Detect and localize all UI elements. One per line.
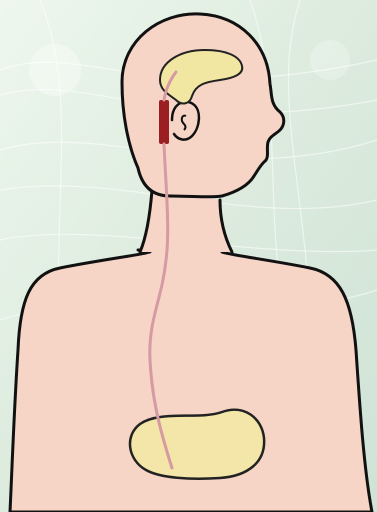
ear [172, 102, 199, 140]
stomach-cavity [130, 410, 264, 479]
shunt-valve [159, 100, 169, 144]
